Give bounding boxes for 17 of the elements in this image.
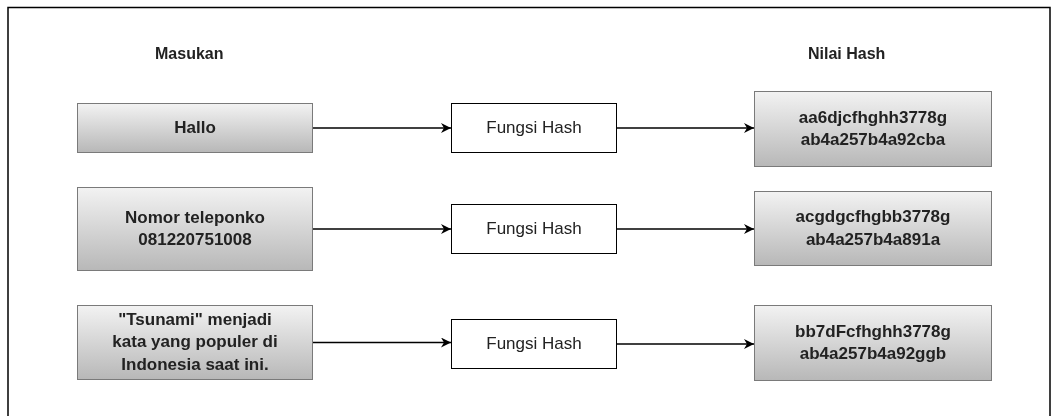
arrow (312, 337, 452, 348)
output-box: bb7dFcfhghh3778g ab4a257b4a92ggb (754, 305, 992, 381)
input-box: "Tsunami" menjadi kata yang populer di Indonesia saat ini. (77, 305, 313, 380)
column-heading: Masukan (155, 45, 224, 63)
output-box: acgdgcfhgbb3778g ab4a257b4a891a (754, 191, 992, 266)
arrow (312, 123, 452, 133)
arrow (616, 224, 755, 234)
output-box: aa6djcfhghh3778g ab4a257b4a92cba (754, 91, 992, 167)
arrow (616, 123, 755, 133)
process-box: Fungsi Hash (451, 103, 617, 153)
input-box: Nomor teleponko 081220751008 (77, 187, 313, 271)
process-box: Fungsi Hash (451, 204, 617, 254)
column-heading: Nilai Hash (808, 45, 886, 63)
arrow (616, 339, 755, 349)
arrow (312, 224, 452, 234)
input-box: Hallo (77, 103, 313, 153)
process-box: Fungsi Hash (451, 319, 617, 369)
